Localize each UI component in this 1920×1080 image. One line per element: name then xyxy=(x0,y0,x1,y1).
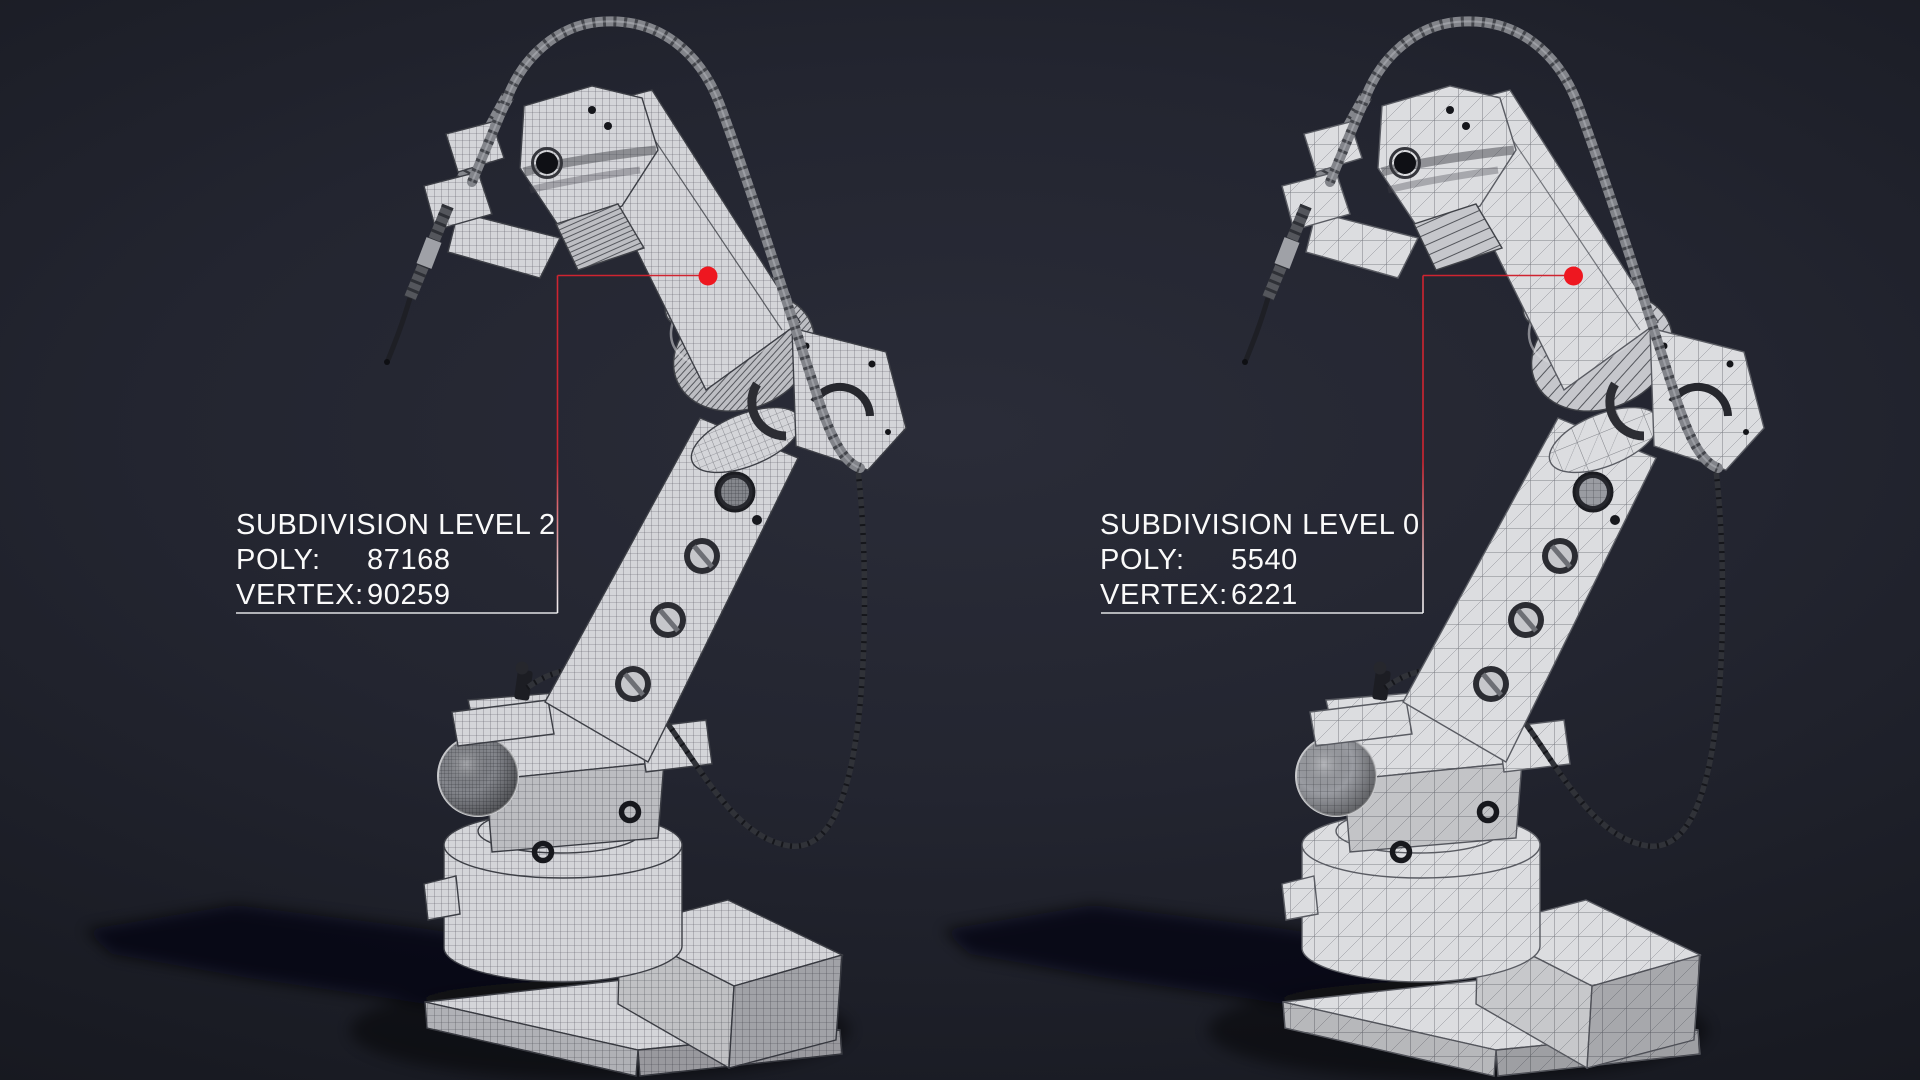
poly-row: POLY: 87168 xyxy=(236,543,576,578)
callout-dot xyxy=(698,266,718,286)
poly-value: 5540 xyxy=(1231,544,1298,576)
poly-label: POLY: xyxy=(1100,544,1185,576)
subdivision-title: SUBDIVISION LEVEL 0 xyxy=(1100,509,1420,541)
annotation-subdiv-0: SUBDIVISION LEVEL 0 POLY: 5540 VERTEX: 6… xyxy=(1100,508,1440,613)
poly-row: POLY: 5540 xyxy=(1100,543,1440,578)
vertex-label: VERTEX: xyxy=(236,579,364,611)
callout-left xyxy=(236,266,718,614)
callout-dot xyxy=(1564,266,1583,286)
vertex-value: 6221 xyxy=(1231,579,1298,611)
poly-label: POLY: xyxy=(236,544,321,576)
subdivision-title: SUBDIVISION LEVEL 2 xyxy=(236,509,556,541)
poly-value: 87168 xyxy=(367,544,451,576)
vertex-row: VERTEX: 90259 xyxy=(236,578,576,613)
vertex-value: 90259 xyxy=(367,579,451,611)
vertex-row: VERTEX: 6221 xyxy=(1100,578,1440,613)
callout-right xyxy=(1101,266,1583,614)
vertex-label: VERTEX: xyxy=(1100,579,1228,611)
annotation-subdiv-2: SUBDIVISION LEVEL 2 POLY: 87168 VERTEX: … xyxy=(236,508,576,613)
